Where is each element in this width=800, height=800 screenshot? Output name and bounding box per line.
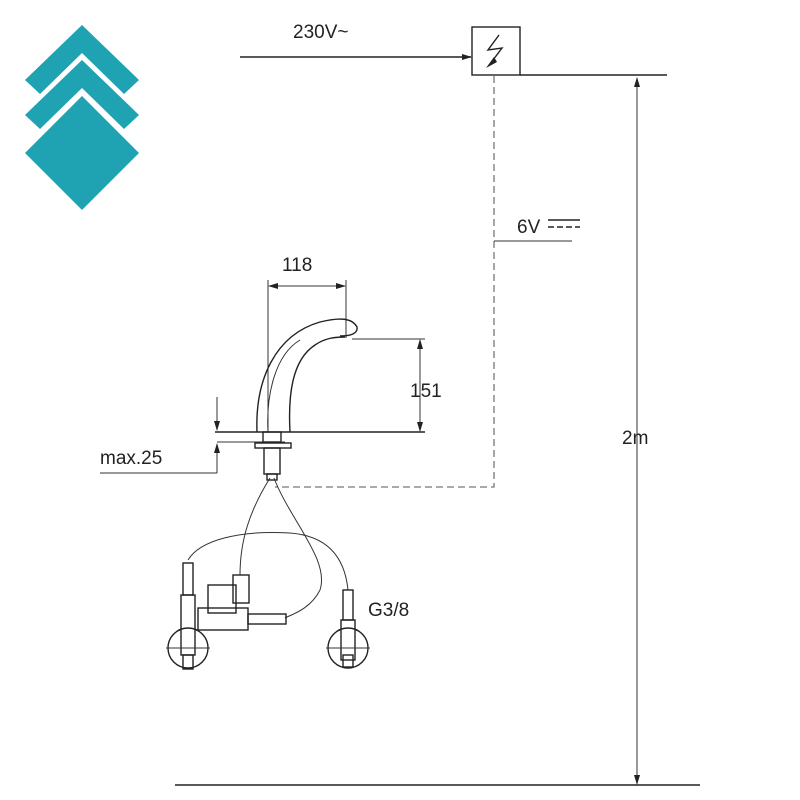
- left-angle-valve: [166, 562, 210, 670]
- spout-height-label: 151: [410, 381, 442, 402]
- faucet: [254, 318, 358, 481]
- connection-thread-label: G3/8: [368, 600, 409, 621]
- spout-height-dimension: [352, 338, 425, 432]
- power-transformer-icon: [471, 26, 521, 76]
- logo: [25, 25, 139, 210]
- max-thickness-label: max.25: [100, 448, 162, 469]
- direct-current-icon: [548, 219, 580, 228]
- supply-hoses: [187, 477, 349, 619]
- spout-reach-dimension: [267, 280, 347, 432]
- spout-reach-label: 118: [282, 255, 312, 276]
- cable-length-dimension: [175, 77, 700, 786]
- mains-voltage-label: 230V~: [293, 22, 348, 43]
- low-voltage-cable: [275, 76, 495, 488]
- right-angle-valve: [326, 589, 370, 669]
- cable-length-label: 2m: [622, 428, 648, 449]
- max-thickness-dimension: [100, 397, 285, 474]
- solenoid-valve: [197, 574, 287, 631]
- low-voltage-label: 6V: [517, 217, 541, 238]
